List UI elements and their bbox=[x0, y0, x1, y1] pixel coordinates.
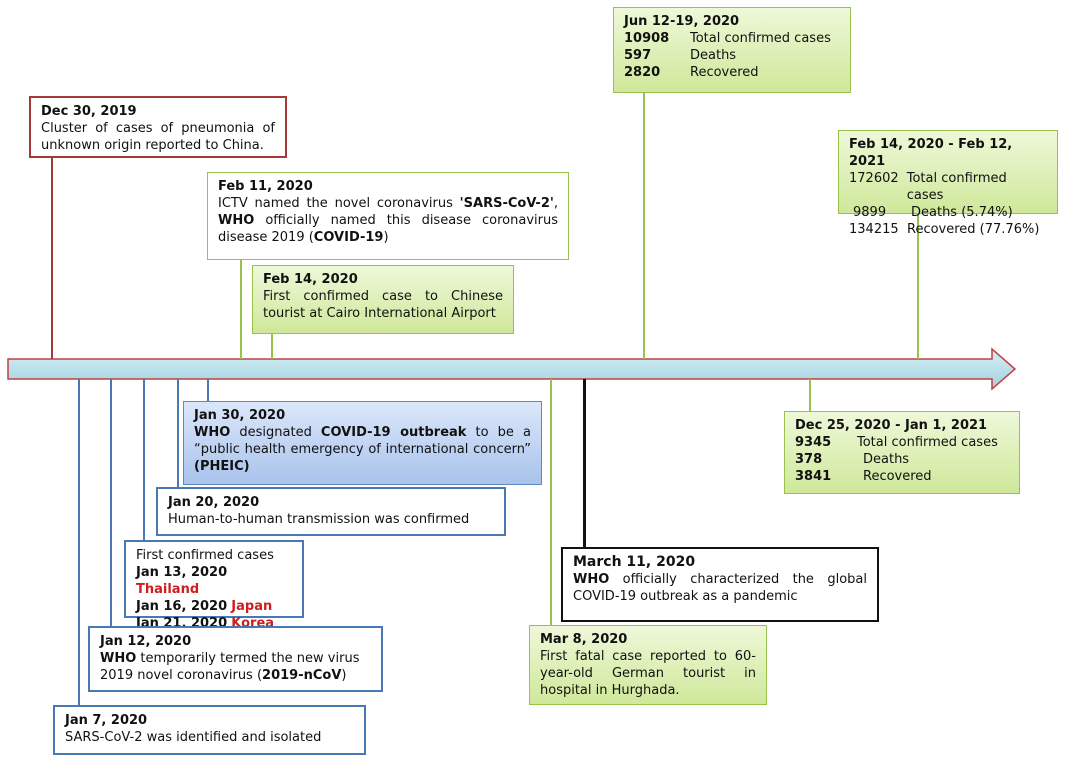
event-date: Mar 8, 2020 bbox=[540, 632, 628, 647]
event-mar8: Mar 8, 2020 First fatal case reported to… bbox=[529, 625, 767, 705]
connector-jan30 bbox=[207, 379, 209, 401]
first-cases-heading: First confirmed cases bbox=[136, 548, 274, 563]
event-text: WHO officially characterized the global … bbox=[573, 572, 867, 604]
event-text: Human-to-human transmission was confirme… bbox=[168, 512, 470, 527]
connector-mar8 bbox=[550, 379, 552, 625]
event-date: Dec 25, 2020 - Jan 1, 2021 bbox=[795, 418, 988, 433]
event-text: Cluster of cases of pneumonia of unknown… bbox=[41, 121, 275, 153]
event-jan12: Jan 12, 2020 WHO temporarily termed the … bbox=[88, 626, 383, 692]
event-jan20: Jan 20, 2020 Human-to-human transmission… bbox=[156, 487, 506, 536]
first-case-row: Jan 16, 2020 Japan bbox=[136, 599, 273, 614]
event-jan30: Jan 30, 2020 WHO designated COVID-19 out… bbox=[183, 401, 542, 485]
connector-dec30 bbox=[51, 157, 53, 359]
event-feb11: Feb 11, 2020 ICTV named the novel corona… bbox=[207, 172, 569, 260]
event-feb14: Feb 14, 2020 First confirmed case to Chi… bbox=[252, 265, 514, 334]
connector-first bbox=[143, 379, 145, 540]
connector-dec25 bbox=[809, 379, 811, 411]
event-text: WHO designated COVID-19 outbreak to be a… bbox=[194, 425, 531, 474]
event-text: ICTV named the novel coronavirus 'SARS-C… bbox=[218, 196, 558, 245]
event-date: Dec 30, 2019 bbox=[41, 104, 137, 119]
event-date: March 11, 2020 bbox=[573, 554, 696, 570]
event-text: SARS-CoV-2 was identified and isolated bbox=[65, 730, 322, 745]
event-text: First confirmed case to Chinese tourist … bbox=[263, 289, 503, 321]
connector-jan7 bbox=[78, 379, 80, 705]
event-first-cases: First confirmed cases Jan 13, 2020 Thail… bbox=[124, 540, 304, 631]
connector-jan12 bbox=[110, 379, 112, 626]
event-date: Feb 14, 2020 bbox=[263, 272, 358, 287]
event-mar11: March 11, 2020 WHO officially characteri… bbox=[561, 547, 879, 622]
first-case-row: Jan 13, 2020 Thailand bbox=[136, 565, 228, 597]
event-date: Feb 11, 2020 bbox=[218, 179, 313, 194]
connector-jun bbox=[643, 92, 645, 359]
event-jan7: Jan 7, 2020 SARS-CoV-2 was identified an… bbox=[53, 705, 366, 755]
event-date: Jan 30, 2020 bbox=[194, 408, 286, 423]
connector-jan20 bbox=[177, 379, 179, 487]
event-date: Jun 12-19, 2020 bbox=[624, 14, 740, 29]
event-date: Jan 12, 2020 bbox=[100, 634, 192, 649]
connector-mar11 bbox=[583, 379, 586, 547]
event-text: First fatal case reported to 60-year-old… bbox=[540, 649, 756, 698]
event-dec30: Dec 30, 2019 Cluster of cases of pneumon… bbox=[29, 96, 287, 158]
event-date: Feb 14, 2020 - Feb 12, 2021 bbox=[849, 137, 1013, 169]
connector-year bbox=[917, 213, 919, 359]
event-date: Jan 20, 2020 bbox=[168, 495, 260, 510]
event-text: WHO temporarily termed the new virus 201… bbox=[100, 651, 360, 683]
connector-feb11 bbox=[240, 259, 242, 359]
event-date: Jan 7, 2020 bbox=[65, 713, 148, 728]
connector-feb14 bbox=[271, 333, 273, 359]
